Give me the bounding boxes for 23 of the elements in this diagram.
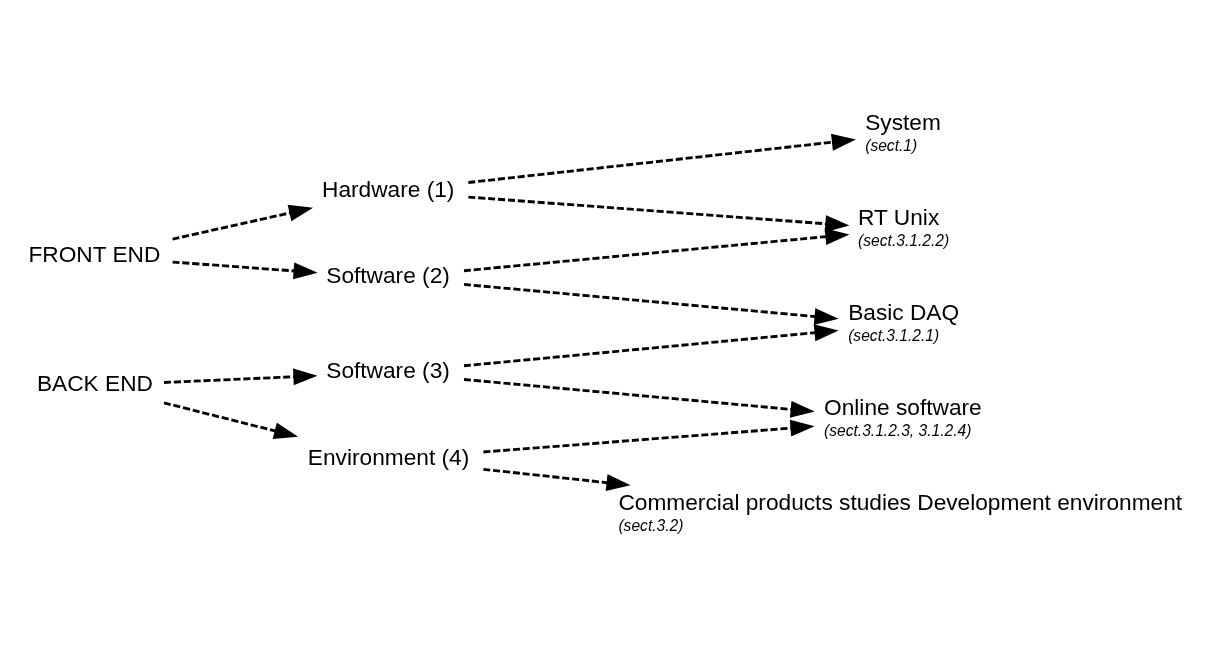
node-text: System (sect.1) — [865, 108, 941, 155]
node-text: Commercial products studies Development environment (sect.3.2) — [618, 489, 1183, 535]
arrow — [463, 378, 815, 418]
node-text: Hardware (1) — [322, 175, 455, 202]
arrow — [163, 401, 299, 440]
node-text: Environment (4) — [307, 443, 470, 470]
arrow — [483, 467, 631, 492]
arrow — [163, 368, 318, 386]
node-text: BACK END — [36, 369, 153, 396]
node-text: Online software (sect.3.1.2.3, 3.1.2.4) — [824, 393, 982, 440]
arrow — [463, 228, 850, 273]
arrow — [463, 283, 839, 325]
node-text: Basic DAQ (sect.3.1.2.1) — [848, 298, 960, 345]
arrow — [468, 195, 850, 233]
node-text: RT Unix (sect.3.1.2.2) — [858, 203, 950, 250]
arrow — [468, 133, 856, 184]
node-text: Software (2) — [326, 262, 450, 289]
arrow — [483, 419, 815, 454]
node-text: Software (3) — [326, 357, 450, 384]
node-text: FRONT END — [28, 240, 161, 267]
arrow — [172, 204, 314, 241]
arrow — [463, 324, 839, 368]
arrow — [172, 260, 318, 280]
